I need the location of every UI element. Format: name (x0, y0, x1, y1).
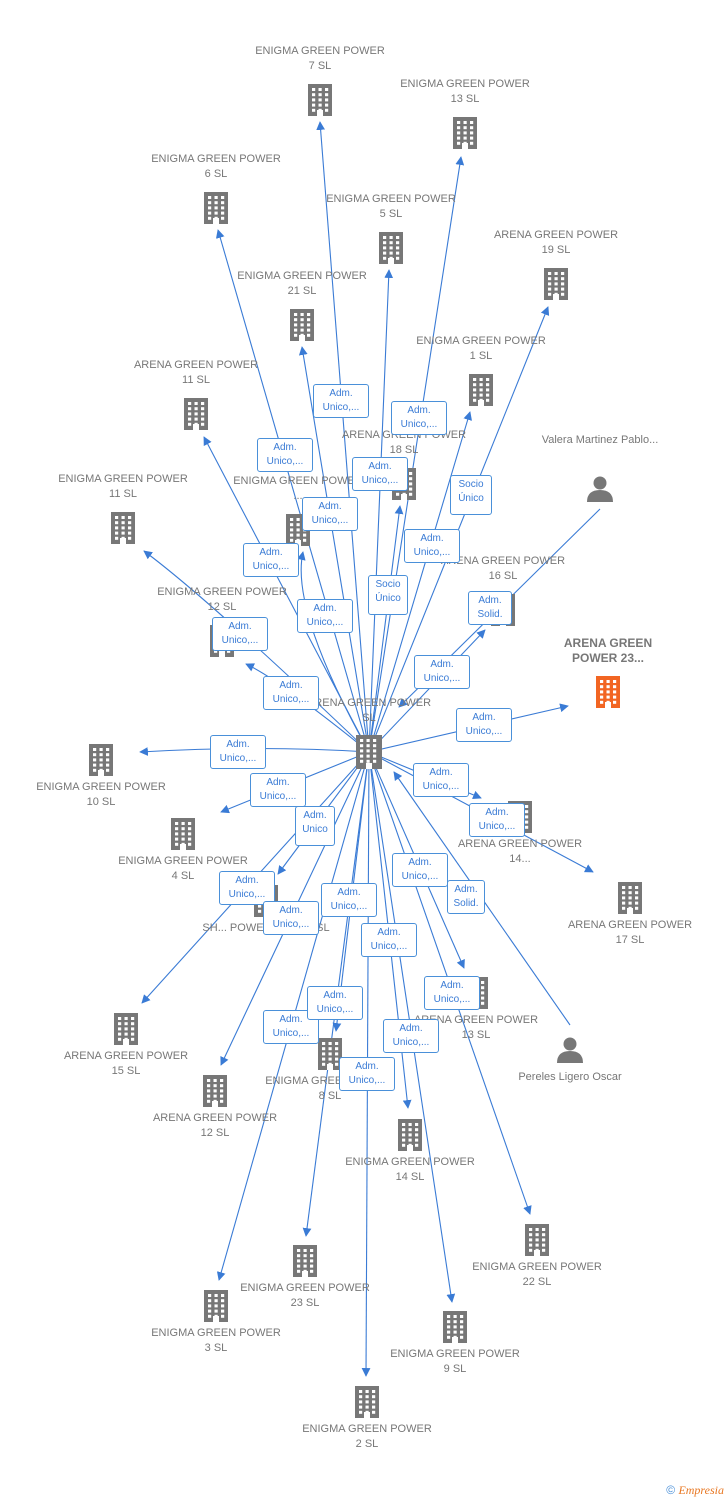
company-icon-eg14[interactable] (398, 1119, 422, 1151)
node-label-eg9: ENIGMA GREEN POWER 9 SL (390, 1348, 520, 1375)
edge-eg7 (316, 121, 370, 753)
node-label-eg12: ENIGMA GREEN POWER 12 SL (157, 586, 287, 613)
node-label-eg11: ENIGMA GREEN POWER 11 SL (58, 473, 188, 500)
copyright-icon: © (666, 1483, 676, 1497)
relation-label-ag13[interactable]: Adm.Unico,... (392, 853, 448, 887)
node-label-ag16: ARENA GREEN POWER 16 SL (440, 555, 566, 582)
relation-label-eg1[interactable]: Adm.Unico,... (404, 529, 460, 563)
node-label-ag14: ARENA GREEN POWER 14... (457, 838, 583, 865)
edge-eg1 (368, 411, 472, 753)
relation-label-ag12[interactable]: Adm.Unico,... (263, 901, 319, 935)
node-label-eg3: ENIGMA GREEN POWER 3 SL (151, 1327, 281, 1354)
node-label-eg1: ENIGMA GREEN POWER 1 SL (416, 335, 546, 362)
relation-label-sh15[interactable]: Adm.Unico (295, 806, 335, 846)
relation-label-eg21[interactable]: Adm.Unico,... (302, 497, 358, 531)
node-label-ag13: ARENA GREEN POWER 13 SL (413, 1014, 539, 1041)
person-icon-pereles[interactable] (557, 1037, 583, 1064)
node-label-eg21: ENIGMA GREEN POWER 21 SL (237, 270, 367, 297)
relation-label-eg3[interactable]: Adm.Unico,... (307, 986, 363, 1020)
relation-label-eg14[interactable]: Adm.Unico,... (361, 923, 417, 957)
relation-label-eg13[interactable]: Adm.Unico,... (391, 401, 447, 435)
relation-label-ag23[interactable]: Adm.Unico,... (456, 708, 512, 742)
node-label-eg22: ENIGMA GREEN POWER 22 SL (472, 1261, 602, 1288)
node-label-egx: ENIGMA GREEN POWER ... (233, 475, 363, 502)
relation-label-ag16[interactable]: Adm.Unico,... (414, 655, 470, 689)
company-icon-eg2[interactable] (355, 1386, 379, 1418)
edge-eg5 (368, 269, 394, 753)
footer: © Empresia (666, 1483, 724, 1498)
node-label-eg13: ENIGMA GREEN POWER 13 SL (400, 78, 530, 105)
edge-eg6 (215, 229, 370, 753)
relation-label-ag17[interactable]: Adm.Unico,... (469, 803, 525, 837)
company-icon-eg7[interactable] (308, 84, 332, 116)
relation-label-eg4[interactable]: Adm.Unico,... (250, 773, 306, 807)
relation-label-pereles[interactable]: Adm.Solid. (447, 880, 485, 914)
relation-label-eg8[interactable]: Adm.Unico,... (321, 883, 377, 917)
company-icon-eg1[interactable] (469, 374, 493, 406)
relation-label-eg10[interactable]: Adm.Unico,... (210, 735, 266, 769)
relation-label-valera[interactable]: Adm.Solid. (468, 591, 512, 625)
node-label-eg10: ENIGMA GREEN POWER 10 SL (36, 781, 166, 808)
node-label-eg2: ENIGMA GREEN POWER 2 SL (302, 1423, 432, 1450)
relation-label-eg22[interactable]: Adm.Unico,... (424, 976, 480, 1010)
company-icon-ag17[interactable] (618, 882, 642, 914)
edge-ag16 (368, 629, 486, 753)
company-icon-ag23[interactable] (596, 676, 620, 708)
relation-label-eg6[interactable]: Adm.Unico,... (257, 438, 313, 472)
relation-label-eg9[interactable]: Adm.Unico,... (383, 1019, 439, 1053)
relation-label-egx[interactable]: Adm.Unico,... (297, 599, 353, 633)
brand-logo[interactable]: Empresia (678, 1483, 724, 1497)
node-label-ag23: ARENA GREEN POWER 23... (563, 636, 653, 665)
node-label-ag15: ARENA GREEN POWER 15 SL (63, 1050, 189, 1077)
company-icon-eg22[interactable] (525, 1224, 549, 1256)
node-label-eg14: ENIGMA GREEN POWER 14 SL (345, 1156, 475, 1183)
company-icon-eg23[interactable] (293, 1245, 317, 1277)
node-label-pereles: Pereles Ligero Oscar (518, 1071, 622, 1083)
company-icon-eg21[interactable] (290, 309, 314, 341)
node-label-ag19: ARENA GREEN POWER 19 SL (493, 229, 619, 256)
company-icon-eg3[interactable] (204, 1290, 228, 1322)
node-label-valera: Valera Martinez Pablo... (541, 434, 659, 446)
node-label-eg6: ENIGMA GREEN POWER 6 SL (151, 153, 281, 180)
node-label-eg23: ENIGMA GREEN POWER 23 SL (240, 1282, 370, 1309)
center-company-icon[interactable] (356, 735, 382, 769)
node-label-eg5: ENIGMA GREEN POWER 5 SL (326, 193, 456, 220)
node-label-center: ARENA GREEN POWER SL (306, 697, 432, 724)
company-icon-ag12[interactable] (203, 1075, 227, 1107)
company-icon-eg11[interactable] (111, 512, 135, 544)
company-icon-eg6[interactable] (204, 192, 228, 224)
node-label-eg7: ENIGMA GREEN POWER 7 SL (255, 45, 385, 72)
node-label-eg4: ENIGMA GREEN POWER 4 SL (118, 855, 248, 882)
company-icon-eg5[interactable] (379, 232, 403, 264)
company-icon-ag11[interactable] (184, 398, 208, 430)
company-icon-eg13[interactable] (453, 117, 477, 149)
node-label-ag11: ARENA GREEN POWER 11 SL (133, 359, 259, 386)
relation-label-ag11[interactable]: Adm.Unico,... (243, 543, 299, 577)
node-label-ag17: ARENA GREEN POWER 17 SL (567, 919, 693, 946)
edge-ag18 (368, 505, 404, 753)
company-icon-eg4[interactable] (171, 818, 195, 850)
company-icon-ag19[interactable] (544, 268, 568, 300)
relation-label-ag15[interactable]: Adm.Unico,... (219, 871, 275, 905)
relation-label-eg11[interactable]: Adm.Unico,... (212, 617, 268, 651)
person-icon-valera[interactable] (587, 476, 613, 503)
relation-label-eg2[interactable]: Adm.Unico,... (339, 1057, 395, 1091)
company-icon-eg9[interactable] (443, 1311, 467, 1343)
edge-eg13 (368, 156, 465, 753)
company-icon-eg10[interactable] (89, 744, 113, 776)
relation-label-eg5[interactable]: Adm.Unico,... (352, 457, 408, 491)
node-label-ag12: ARENA GREEN POWER 12 SL (152, 1112, 278, 1139)
company-icon-ag15[interactable] (114, 1013, 138, 1045)
relation-label-eg12[interactable]: Adm.Unico,... (263, 676, 319, 710)
company-icon-eg8[interactable] (318, 1038, 342, 1070)
relation-label-eg7[interactable]: Adm.Unico,... (313, 384, 369, 418)
relation-label-ag14[interactable]: Adm.Unico,... (413, 763, 469, 797)
